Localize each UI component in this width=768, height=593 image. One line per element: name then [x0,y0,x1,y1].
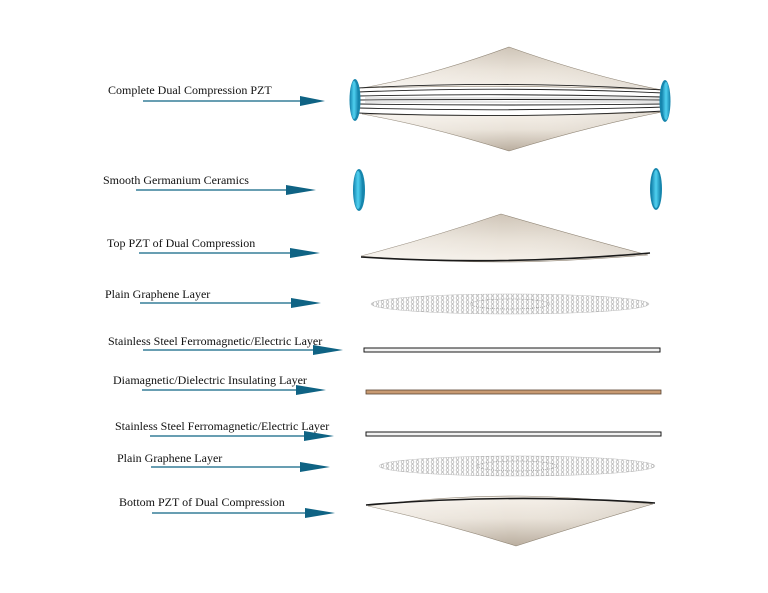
arrow-bottom-pzt [152,508,335,518]
label-top-pzt: Top PZT of Dual Compression [107,236,255,250]
label-bottom-pzt: Bottom PZT of Dual Compression [119,495,285,509]
arrow-complete-pzt [143,96,325,106]
label-steel-layer-2: Stainless Steel Ferromagnetic/Electric L… [115,419,329,433]
label-insulating-layer: Diamagnetic/Dielectric Insulating Layer [113,373,307,387]
right-end-cap [659,80,671,122]
arrow-insulating-layer [142,385,326,395]
label-germanium-ceramics: Smooth Germanium Ceramics [103,173,249,187]
arrow-graphene-layer-2 [151,462,330,472]
label-steel-layer-1: Stainless Steel Ferromagnetic/Electric L… [108,334,322,348]
arrow-steel-layer-1 [143,345,343,355]
graphene-layer-2 [378,455,656,477]
complete-dual-compression-pzt [349,46,671,152]
label-graphene-layer-1: Plain Graphene Layer [105,287,210,301]
arrow-top-pzt [139,248,320,258]
bottom-pzt-component [365,495,656,547]
arrow-steel-layer-2 [150,431,334,441]
top-pzt-component [360,213,651,263]
steel-layer-1 [363,347,661,353]
germanium-ceramic-right [650,168,662,210]
label-graphene-layer-2: Plain Graphene Layer [117,451,222,465]
germanium-ceramic-left [353,169,365,211]
label-complete-pzt: Complete Dual Compression PZT [108,83,272,97]
left-end-cap [349,79,361,121]
insulating-layer [365,389,662,395]
steel-layer-2 [365,431,662,437]
arrow-graphene-layer-1 [140,298,321,308]
graphene-layer-1 [370,293,650,315]
arrow-germanium-ceramics [136,185,316,195]
